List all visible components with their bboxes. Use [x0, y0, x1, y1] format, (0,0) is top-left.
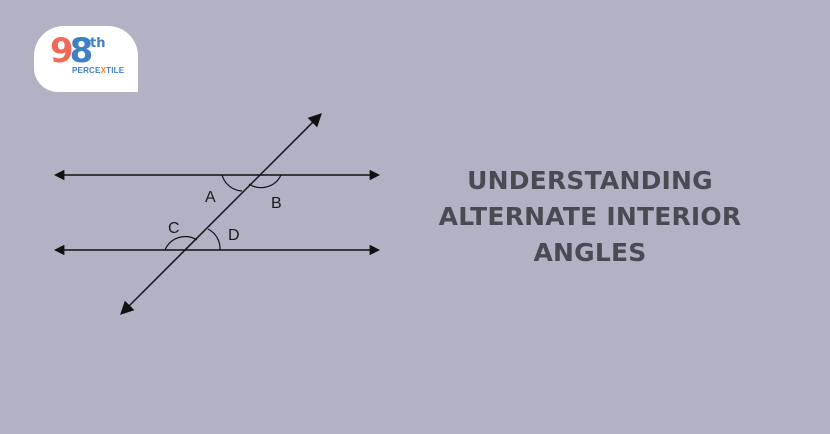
page-title: UNDERSTANDING ALTERNATE INTERIOR ANGLES [420, 163, 760, 271]
logo: 98 th PERCEXTILE [34, 26, 138, 92]
title-line-1: UNDERSTANDING [467, 166, 713, 195]
angle-label-a: A [205, 189, 216, 206]
transversal-line [120, 113, 322, 315]
logo-wordmark: PERCEXTILE [72, 66, 124, 75]
angle-arc-d [207, 228, 221, 251]
angle-label-b: B [271, 195, 282, 212]
logo-word-x: X [100, 66, 107, 75]
angle-label-d: D [228, 227, 240, 244]
title-line-3: ANGLES [533, 238, 647, 267]
logo-word-start: PERCE [72, 66, 101, 75]
logo-digit-nine: 9 [50, 31, 74, 71]
logo-suffix: th [90, 36, 106, 51]
logo-number: 98 [50, 31, 94, 71]
angle-arc-a [221, 174, 243, 192]
logo-digit-eight: 8 [69, 31, 94, 71]
angle-label-c: C [168, 220, 180, 237]
logo-word-end: TILE [106, 66, 125, 75]
angle-arc-c [164, 236, 198, 251]
title-line-2: ALTERNATE INTERIOR [438, 202, 742, 231]
angle-arc-b [248, 174, 282, 189]
